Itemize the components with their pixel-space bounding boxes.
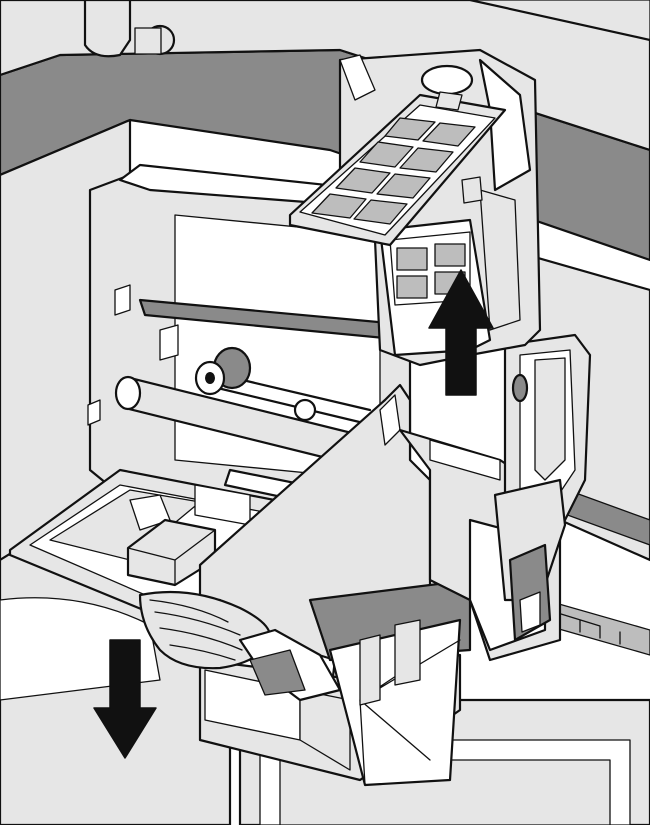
cartridge-lid (288, 48, 542, 367)
arrow-down-icon (93, 639, 157, 759)
release-lever (138, 590, 342, 702)
lid-grid-cells (311, 117, 476, 225)
cartridge-carrier (198, 333, 592, 787)
arrow-up-icon (428, 269, 494, 396)
